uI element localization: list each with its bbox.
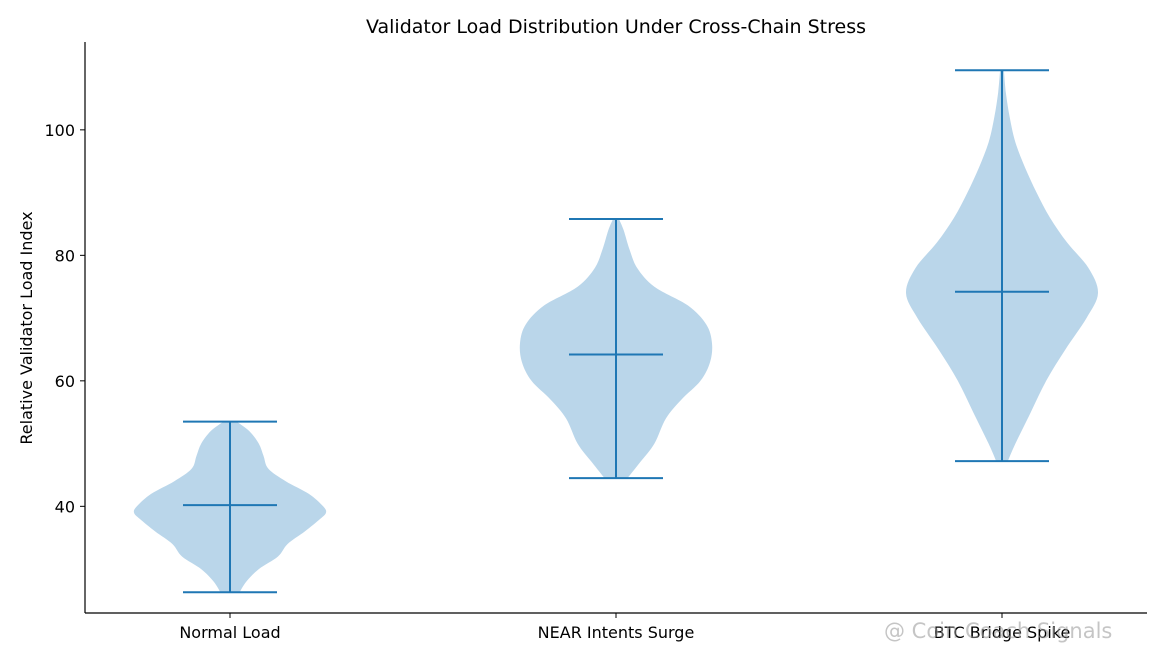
y-tick-label: 100 — [44, 121, 75, 140]
x-tick-label: NEAR Intents Surge — [538, 623, 695, 642]
y-tick-label: 80 — [55, 246, 75, 265]
y-tick-label: 60 — [55, 372, 75, 391]
watermark: @ Coin Coach Signals — [884, 619, 1113, 643]
x-tick-label: Normal Load — [179, 623, 280, 642]
x-ticks: Normal Load NEAR Intents Surge BTC Bridge … — [179, 613, 1070, 642]
y-axis-label: Relative Validator Load Index — [17, 211, 36, 444]
y-ticks: 40 60 80 100 — [44, 121, 85, 516]
y-tick-label: 40 — [55, 497, 75, 516]
x-tick-label: BTC Bridge Spike — [934, 623, 1071, 642]
chart-title: Validator Load Distribution Under Cross-… — [366, 16, 866, 38]
stat-lines-layer — [183, 69, 1049, 594]
